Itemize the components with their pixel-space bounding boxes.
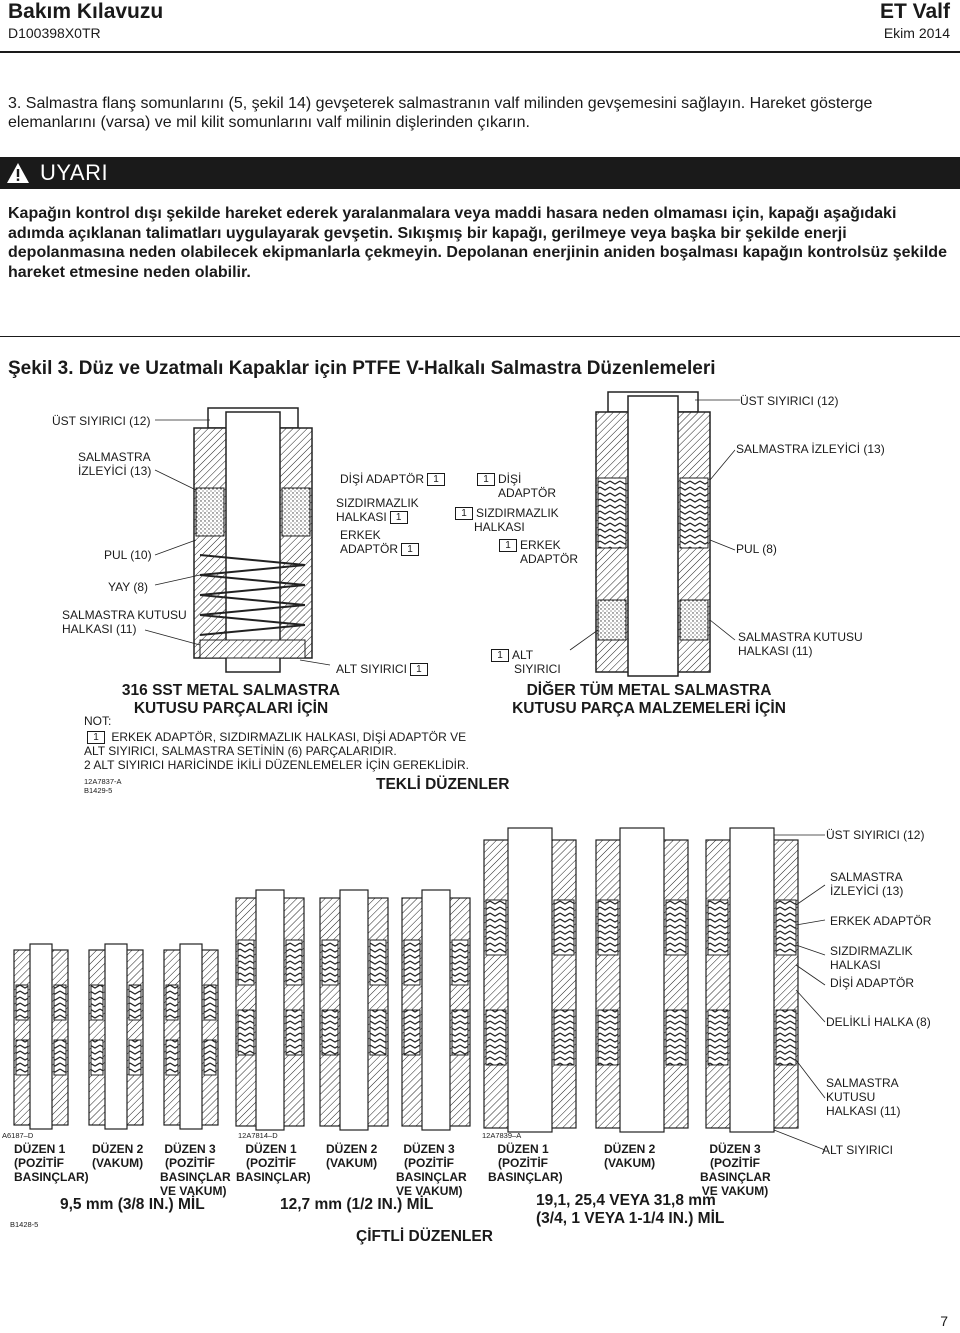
warning-text: Kapağın kontrol dışı şekilde hareket ede… — [8, 205, 947, 281]
double-arrangements-3-8in — [13, 943, 219, 1130]
label-box-ring-double-2: KUTUSU — [826, 1090, 876, 1104]
label-box-ring-double: SALMASTRA — [826, 1076, 899, 1090]
label-packing-box-ring-left-2: HALKASI (11) — [62, 622, 137, 636]
note-1-marker: 1 — [499, 539, 517, 553]
label-seal-ring: SIZDIRMAZLIK — [336, 496, 419, 510]
drawing-ref-2: B1429-5 — [84, 786, 113, 795]
label-packing-follower-left: SALMASTRA — [78, 450, 151, 464]
label-upper-wiper-double: ÜST SIYIRICI (12) — [826, 828, 925, 842]
note-1-marker: 1 — [87, 731, 105, 745]
double-arrangements-3-4in-plus — [483, 827, 799, 1133]
label-male-adaptor: ERKEK — [340, 528, 381, 542]
label-seal-ring-right-2: HALKASI — [474, 520, 525, 534]
note-1-marker: 1 — [409, 663, 428, 677]
note-line-3: 2 ALT SIYIRICI HARİCİNDE İKİLİ DÜZENLEME… — [84, 758, 469, 772]
label-packing-box-ring-right-2: HALKASI (11) — [738, 644, 813, 658]
label-packing-follower-right: SALMASTRA İZLEYİCİ (13) — [736, 442, 885, 456]
section-divider — [0, 336, 960, 337]
label-follower-double-2: İZLEYİCİ (13) — [830, 884, 904, 898]
note-line-1: 1 ERKEK ADAPTÖR, SIZDIRMAZLIK HALKASI, D… — [84, 730, 466, 745]
single-arrangements-title: TEKLİ DÜZENLER — [376, 776, 510, 793]
header-divider — [0, 51, 960, 53]
manual-title: Bakım Kılavuzu — [8, 0, 164, 23]
double-arrangements-1-2in — [235, 889, 471, 1131]
label-packing-box-ring-right: SALMASTRA KUTUSU — [738, 630, 863, 644]
note-1-marker: 1 — [427, 473, 446, 487]
label-packing-box-ring-left: SALMASTRA KUTUSU — [62, 608, 187, 622]
single-leader-lines — [144, 399, 740, 666]
label-packing-follower-left-2: İZLEYİCİ (13) — [78, 464, 152, 478]
drawing-ref-a6187: A6187–D — [2, 1131, 34, 1140]
warning-banner — [0, 157, 960, 189]
label-upper-wiper-left: ÜST SIYIRICI (12) — [52, 414, 151, 428]
drawing-ref-1: 12A7837-A — [84, 777, 122, 786]
arrangement-b2: DÜZEN 2(VAKUM) — [326, 1142, 378, 1170]
label-female-adaptor-double: DİŞİ ADAPTÖR — [830, 976, 915, 990]
note-1-marker: 1 — [477, 473, 495, 487]
label-seal-ring-double-2: HALKASI — [830, 958, 881, 972]
label-male-adaptor-right-2: ADAPTÖR — [520, 552, 579, 566]
note-line-2: ALT SIYIRICI, SALMASTRA SETİNİN (6) PARÇ… — [84, 744, 397, 758]
label-spring: YAY (8) — [108, 580, 149, 594]
label-lantern-ring: DELİKLİ HALKA (8) — [826, 1015, 931, 1029]
procedure-step-3: 3. Salmastra flanş somunlarını (5, şekil… — [8, 95, 873, 131]
drawing-ref-12a7839: 12A7839–A — [482, 1131, 522, 1140]
label-washer-right: PUL (8) — [736, 542, 777, 556]
single-arrangement-other-metals — [595, 391, 711, 677]
label-washer-left: PUL (10) — [104, 548, 152, 562]
label-box-ring-double-3: HALKASI (11) — [826, 1104, 901, 1118]
label-seal-ring-double: SIZDIRMAZLIK — [830, 944, 913, 958]
double-leader-lines — [773, 834, 826, 1151]
note-1-marker: 1 — [401, 543, 420, 557]
note-1-marker: 1 — [491, 649, 509, 663]
label-upper-wiper-right: ÜST SIYIRICI (12) — [740, 394, 839, 408]
note-1-marker: 1 — [455, 507, 473, 521]
stem-size-b: 12,7 mm (1/2 IN.) MİL — [280, 1196, 434, 1213]
note-1-marker: 1 — [389, 511, 408, 525]
double-arrangements-title: ÇİFTLİ DÜZENLER — [356, 1228, 493, 1245]
note-title: NOT: — [84, 714, 112, 728]
label-female-adaptor-right-2: ADAPTÖR — [498, 486, 557, 500]
arrangement-a2: DÜZEN 2(VAKUM) — [92, 1142, 144, 1170]
document-number: D100398X0TR — [8, 25, 101, 41]
page-number: 7 — [940, 1313, 948, 1329]
publication-date: Ekim 2014 — [883, 25, 950, 41]
single-arrangement-316sst — [193, 407, 313, 673]
stem-size-a: 9,5 mm (3/8 IN.) MİL — [60, 1196, 205, 1213]
label-follower-double: SALMASTRA — [830, 870, 903, 884]
label-male-adaptor-double: ERKEK ADAPTÖR — [830, 914, 932, 928]
drawing-ref-b1428: B1428-5 — [10, 1220, 39, 1229]
label-bottom-wiper-double: ALT SIYIRICI — [822, 1143, 893, 1157]
label-bottom-wiper-right-2: SIYIRICI — [514, 662, 561, 676]
warning-title: UYARI — [40, 160, 109, 185]
warning-triangle-icon — [7, 163, 29, 183]
product-name: ET Valf — [879, 0, 950, 23]
drawing-ref-12a7814: 12A7814–D — [238, 1131, 278, 1140]
arrangement-c2: DÜZEN 2(VAKUM) — [604, 1142, 656, 1170]
stem-size-c: 19,1, 25,4 VEYA 31,8 mm(3/4, 1 VEYA 1-1/… — [536, 1192, 725, 1227]
figure-title: Şekil 3. Düz ve Uzatmalı Kapaklar için P… — [8, 358, 716, 379]
